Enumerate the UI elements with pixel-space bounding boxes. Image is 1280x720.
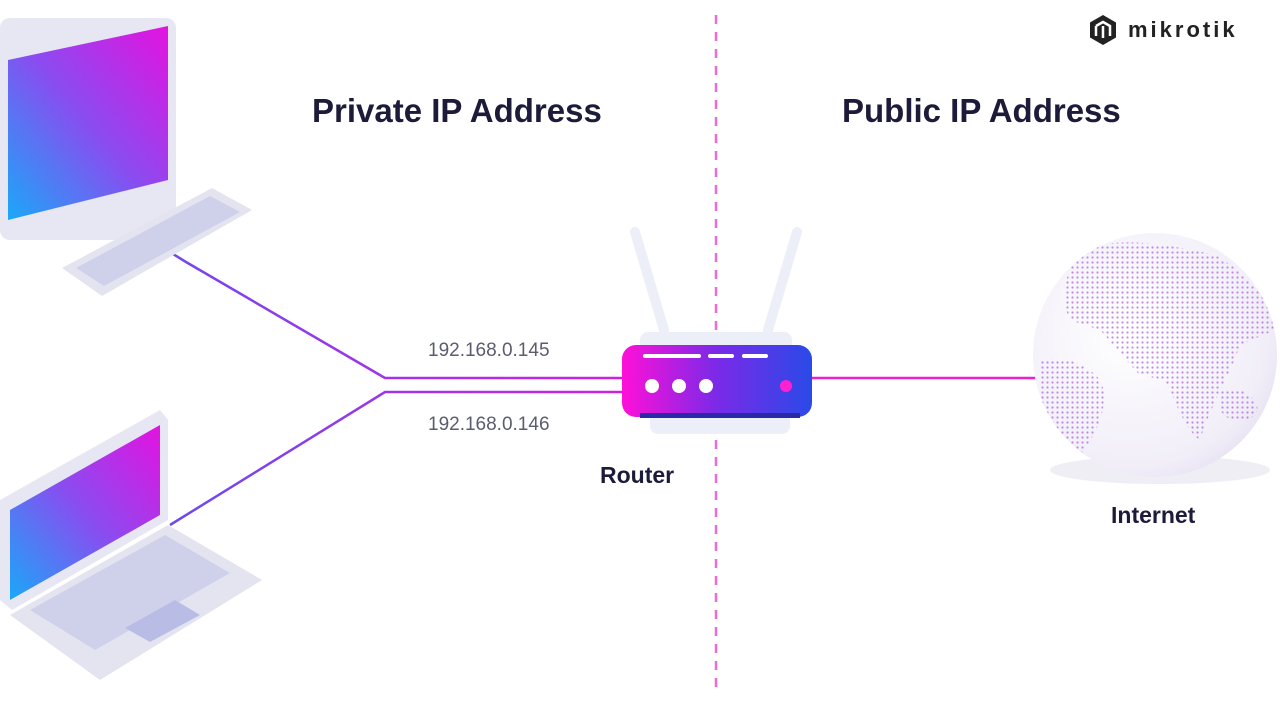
ip-address-laptop: 192.168.0.146 <box>428 414 550 435</box>
public-ip-heading: Public IP Address <box>842 92 1121 129</box>
ip-address-desktop: 192.168.0.145 <box>428 340 550 361</box>
mikrotik-logo-text: mikrotik <box>1128 17 1238 42</box>
internet-label: Internet <box>1111 502 1196 528</box>
mikrotik-logo: mikrotik <box>1088 14 1238 46</box>
connection-lines <box>117 218 1040 527</box>
mikrotik-logo-icon <box>1090 15 1116 45</box>
router-icon <box>622 227 812 434</box>
globe-icon <box>1033 233 1277 484</box>
private-ip-heading: Private IP Address <box>312 92 602 129</box>
router-label: Router <box>600 462 675 488</box>
desktop-computer-icon <box>0 18 252 296</box>
laptop-icon <box>0 410 262 680</box>
